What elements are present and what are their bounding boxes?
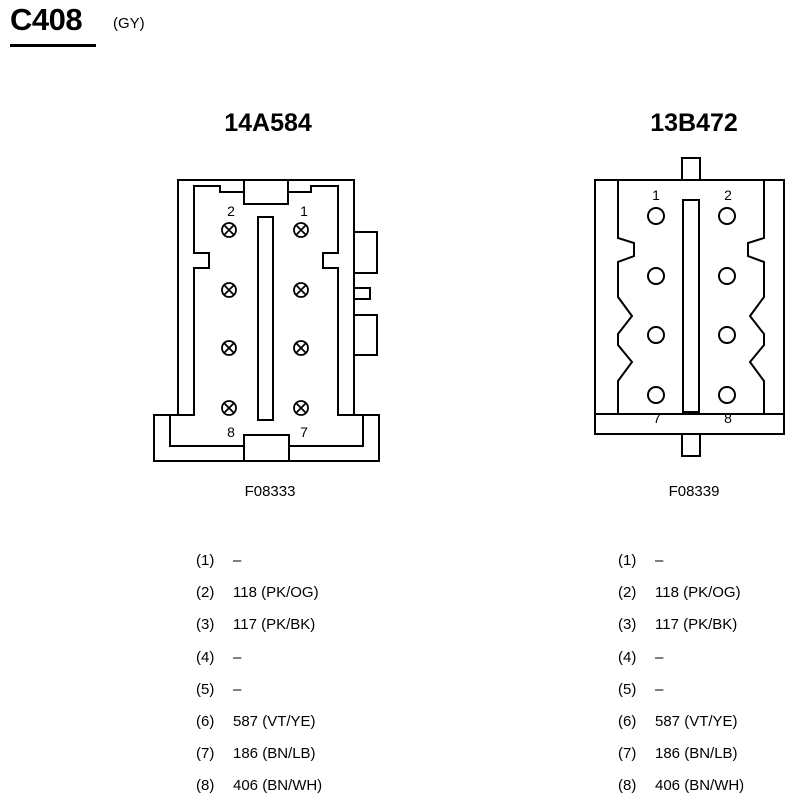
- pin-number: (2): [196, 584, 215, 602]
- pin-circuit: 117 (PK/BK): [655, 616, 738, 634]
- pin-number: (8): [618, 777, 637, 795]
- pin-circuit: 186 (BN/LB): [655, 745, 738, 763]
- pin-circuit: –: [233, 552, 242, 569]
- connector-title: C408: [10, 2, 83, 37]
- pin-number: (5): [618, 680, 637, 698]
- pin-circuit: 587 (VT/YE): [233, 713, 316, 730]
- pin-number: (1): [196, 552, 215, 569]
- right-connector-name: 13B472: [650, 109, 738, 137]
- right-connector-face: [594, 157, 785, 457]
- pin-cavity: [293, 400, 309, 416]
- pin-circuit: –: [233, 648, 242, 666]
- pin-cavity: [221, 282, 237, 298]
- left-pinout-table: (1)–(2)118 (PK/OG)(3)117 (PK/BK)(4)–(5)–…: [196, 552, 396, 802]
- pin-cavity: [293, 222, 309, 238]
- pin-cavity: [221, 222, 237, 238]
- pin-number: (3): [618, 616, 637, 634]
- connector-color-code: (GY): [113, 15, 145, 32]
- pin-circuit: 117 (PK/BK): [233, 616, 316, 634]
- pin-label: 7: [300, 424, 308, 440]
- left-figure-id: F08333: [244, 483, 296, 500]
- pin-circuit: –: [655, 648, 664, 666]
- pin-cavity: [293, 282, 309, 298]
- pin-number: (8): [196, 777, 215, 795]
- pin-circuit: 406 (BN/WH): [233, 777, 323, 795]
- pin-cavity: [647, 386, 665, 404]
- pin-cavity: [647, 326, 665, 344]
- right-pin-cavities: [647, 207, 736, 404]
- pin-circuit: 406 (BN/WH): [655, 777, 745, 795]
- pin-circuit: –: [655, 680, 664, 698]
- left-connector-name: 14A584: [224, 109, 312, 137]
- pin-number: (7): [618, 745, 637, 763]
- right-pinout-table: (1)–(2)118 (PK/OG)(3)117 (PK/BK)(4)–(5)–…: [618, 552, 798, 802]
- pin-number: (5): [196, 680, 215, 698]
- pin-cavity: [718, 326, 736, 344]
- pin-number: (7): [196, 745, 215, 763]
- left-connector-face: [153, 179, 380, 462]
- pin-number: (3): [196, 616, 215, 634]
- pin-cavity: [221, 340, 237, 356]
- pin-cavity: [718, 386, 736, 404]
- pin-circuit: 186 (BN/LB): [233, 745, 316, 763]
- pin-label: 8: [724, 410, 732, 426]
- title-underline: [10, 44, 96, 47]
- pin-number: (2): [618, 584, 637, 602]
- pin-cavity: [718, 207, 736, 225]
- pin-label: 1: [300, 203, 308, 219]
- pin-label: 2: [724, 187, 732, 203]
- pin-circuit: 118 (PK/OG): [655, 584, 741, 602]
- pin-number: (4): [196, 648, 215, 666]
- pin-cavity: [647, 207, 665, 225]
- pin-cavity: [718, 267, 736, 285]
- pin-circuit: –: [655, 552, 664, 569]
- pin-circuit: 118 (PK/OG): [233, 584, 319, 602]
- pin-label: 8: [227, 424, 235, 440]
- pin-number: (4): [618, 648, 637, 666]
- pin-cavity: [293, 340, 309, 356]
- pin-label: 2: [227, 203, 235, 219]
- right-figure-id: F08339: [668, 483, 720, 500]
- pin-cavity: [221, 400, 237, 416]
- pin-label: 7: [653, 410, 661, 426]
- pin-number: (6): [618, 713, 637, 730]
- pin-number: (6): [196, 713, 215, 730]
- pin-label: 1: [652, 187, 660, 203]
- left-pin-cavities: [221, 222, 309, 416]
- pin-number: (1): [618, 552, 637, 569]
- pin-circuit: –: [233, 680, 242, 698]
- pin-cavity: [647, 267, 665, 285]
- pin-circuit: 587 (VT/YE): [655, 713, 738, 730]
